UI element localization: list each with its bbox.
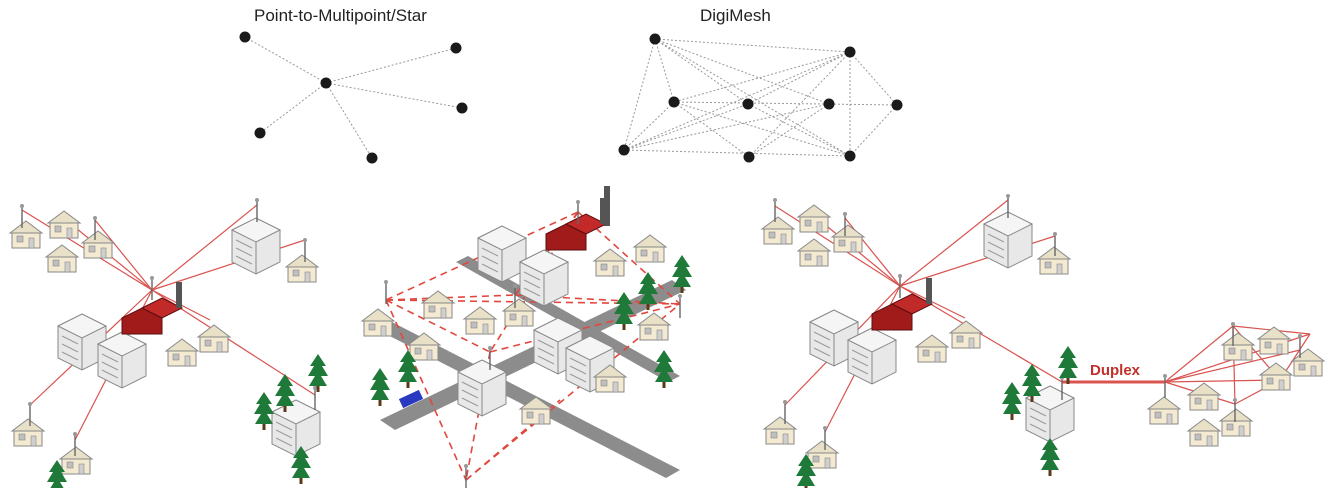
hybrid-scene: Duplex (761, 193, 1325, 488)
house-icon (633, 234, 667, 263)
tree-icon (614, 292, 634, 330)
star-node (456, 102, 468, 114)
house-icon (9, 220, 43, 249)
mesh-scene (361, 186, 692, 488)
car-icon (398, 389, 424, 409)
house-icon (1221, 332, 1255, 361)
star-topology-title: Point-to-Multipoint/Star (254, 6, 427, 25)
star-topology (244, 36, 463, 159)
house-icon (463, 306, 497, 335)
house-icon (593, 248, 627, 277)
tree-icon (370, 368, 390, 406)
house-icon (361, 308, 395, 337)
mesh-topology (623, 38, 898, 158)
house-icon (1259, 362, 1293, 391)
house-icon (1219, 408, 1253, 437)
house-icon (421, 290, 455, 319)
star-hub-node (320, 77, 332, 89)
mesh-topology-title: DigiMesh (700, 6, 771, 25)
star-node (450, 42, 462, 54)
factory-icon (545, 197, 607, 251)
mesh-node (668, 96, 680, 108)
tree-icon (1002, 382, 1022, 420)
house-icon (949, 320, 983, 349)
house-icon (59, 446, 93, 475)
house-icon (1187, 418, 1221, 447)
tree-icon (308, 354, 328, 392)
house-icon (1187, 382, 1221, 411)
tree-icon (654, 350, 674, 388)
house-icon (1147, 396, 1181, 425)
mesh-node (649, 33, 661, 45)
house-icon (831, 224, 865, 253)
house-icon (45, 244, 79, 273)
house-icon (763, 416, 797, 445)
chimney (604, 186, 610, 226)
building-icon (983, 211, 1033, 269)
house-icon (761, 216, 795, 245)
house-icon (47, 210, 81, 239)
tree-icon (1040, 438, 1060, 476)
duplex-label: Duplex (1090, 362, 1141, 379)
star-nodes (239, 31, 468, 164)
building-icon (477, 225, 527, 283)
house-icon (197, 324, 231, 353)
star-scene (9, 197, 328, 488)
building-icon (97, 331, 147, 389)
building-icon (847, 327, 897, 385)
star-node (239, 31, 251, 43)
star-node (254, 127, 266, 139)
house-icon (285, 254, 319, 283)
house-icon (1037, 246, 1071, 275)
mesh-node (844, 46, 856, 58)
building-icon (457, 359, 507, 417)
house-icon (165, 338, 199, 367)
building-icon (271, 399, 321, 457)
mesh-node (823, 98, 835, 110)
star-node (366, 152, 378, 164)
building-icon (519, 249, 569, 307)
house-icon (1291, 348, 1325, 377)
house-icon (915, 334, 949, 363)
house-icon (797, 238, 831, 267)
mesh-node (742, 98, 754, 110)
mesh-node (844, 150, 856, 162)
tower-icon (677, 293, 683, 319)
mesh-node (891, 99, 903, 111)
house-icon (11, 418, 45, 447)
tower-icon (312, 385, 318, 411)
tree-icon (254, 392, 274, 430)
house-icon (81, 230, 115, 259)
mesh-nodes (618, 33, 903, 163)
house-icon (797, 204, 831, 233)
building-icon (231, 217, 281, 275)
mesh-node (743, 151, 755, 163)
mesh-node (618, 144, 630, 156)
tower-icon (1162, 373, 1168, 399)
